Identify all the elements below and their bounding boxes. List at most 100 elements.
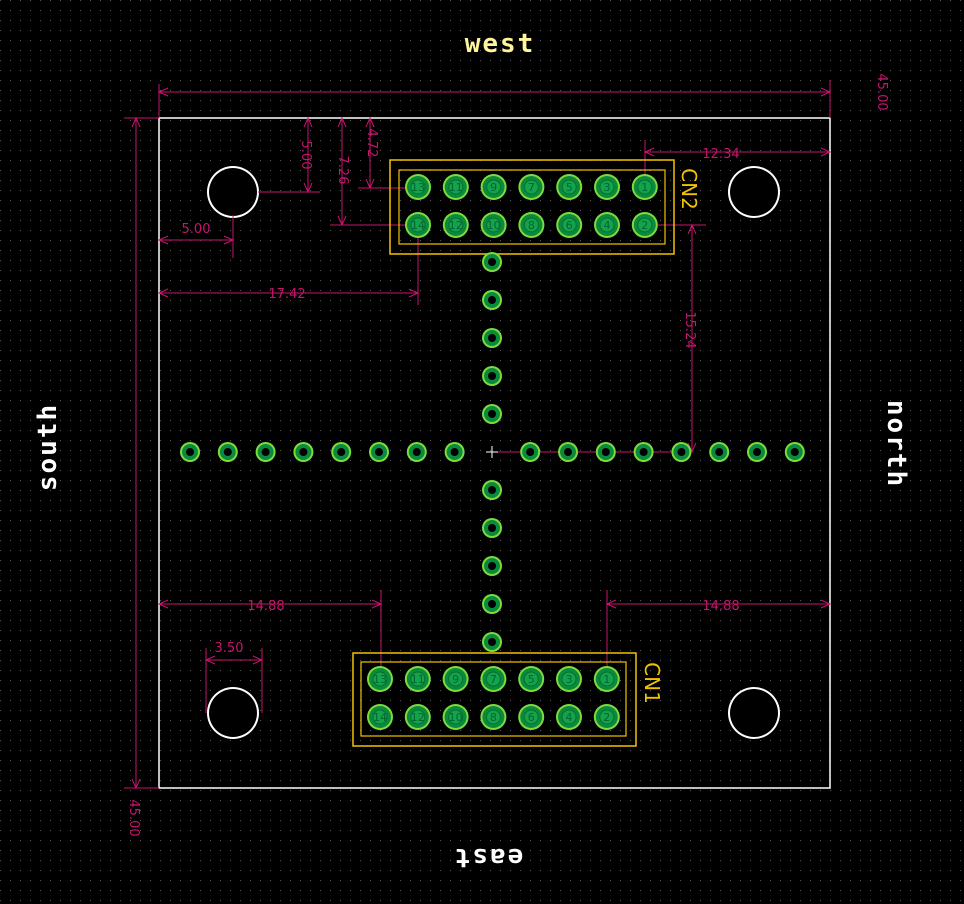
- via[interactable]: [331, 442, 352, 462]
- cn2-pad[interactable]: 11: [442, 174, 469, 200]
- edge-label-left: south: [33, 403, 63, 491]
- mounting-hole-bottom-left-inner: [209, 689, 257, 737]
- via[interactable]: [671, 442, 692, 462]
- cn1-pad[interactable]: 6: [518, 704, 545, 730]
- board-outline[interactable]: [158, 117, 831, 789]
- cn2-pad[interactable]: 4: [594, 212, 620, 238]
- via[interactable]: [747, 442, 767, 462]
- dim-cn1-right-offset: 14.88: [702, 599, 739, 614]
- cn1-pad-number: 4: [566, 711, 573, 724]
- cn1-pad[interactable]: 12: [404, 704, 431, 730]
- cn1-courtyard: [352, 652, 637, 747]
- dim-cn2-left-offset: 17.42: [268, 287, 305, 302]
- cn2-pad-number: 4: [604, 219, 611, 232]
- cn1-pad[interactable]: 11: [404, 666, 431, 692]
- cn2-pad-number: 11: [449, 181, 463, 194]
- via[interactable]: [217, 442, 238, 462]
- via[interactable]: [482, 328, 502, 348]
- cn2-pad[interactable]: 5: [556, 174, 583, 200]
- via[interactable]: [482, 480, 502, 500]
- via[interactable]: [784, 442, 805, 462]
- cn1-pad[interactable]: 4: [556, 704, 582, 730]
- via[interactable]: [406, 442, 427, 462]
- via[interactable]: [180, 442, 200, 462]
- cn2-pad-number: 1: [641, 181, 648, 194]
- cn1-pad[interactable]: 7: [480, 666, 507, 692]
- dim-hole-top-offset: 5.00: [298, 141, 313, 170]
- cn2-courtyard: [389, 159, 675, 255]
- edge-label-bottom: east: [453, 842, 524, 872]
- cn2-silk-outline: [398, 169, 666, 245]
- cn2-pad-number: 8: [528, 219, 535, 232]
- via-grid: [180, 252, 805, 652]
- via[interactable]: [369, 442, 389, 462]
- dim-hole-left-offset: 5.00: [182, 222, 211, 237]
- via[interactable]: [293, 442, 314, 462]
- cn1-pad[interactable]: 3: [556, 666, 582, 692]
- via[interactable]: [482, 594, 502, 614]
- cn1-pad-number: 6: [528, 711, 535, 724]
- via[interactable]: [444, 442, 465, 462]
- cn1-pad[interactable]: 2: [593, 704, 620, 730]
- cn1-pad-number: 11: [411, 673, 425, 686]
- origin-marker: [486, 446, 498, 458]
- dimension-lines: [124, 80, 832, 790]
- edge-label-top: west: [465, 29, 536, 59]
- cn2-pad[interactable]: 1: [631, 174, 658, 200]
- cn1-pad-number: 10: [449, 711, 463, 724]
- via[interactable]: [255, 442, 276, 462]
- via[interactable]: [482, 518, 502, 538]
- dim-cn2-right-offset: 12.34: [702, 147, 739, 162]
- via[interactable]: [709, 442, 730, 462]
- mounting-hole-top-right-inner: [730, 168, 778, 216]
- dim-board-width: 45.00: [874, 73, 889, 110]
- via[interactable]: [482, 556, 502, 576]
- cn1-silk-outline: [360, 661, 627, 737]
- cn1-pad[interactable]: 5: [518, 666, 545, 692]
- cn1-pad[interactable]: 13: [367, 666, 393, 692]
- cn1-pad-number: 1: [603, 673, 610, 686]
- via[interactable]: [633, 442, 654, 462]
- cn1-pad-number: 8: [490, 711, 497, 724]
- via[interactable]: [558, 442, 578, 462]
- via[interactable]: [482, 366, 502, 386]
- via[interactable]: [482, 404, 502, 424]
- cn2-pad[interactable]: 8: [518, 212, 545, 238]
- cn1-pad-number: 2: [603, 711, 610, 724]
- cn2-pad-number: 6: [566, 219, 573, 232]
- dim-vertical-pitch: 15.24: [682, 311, 697, 348]
- cn2-pad[interactable]: 7: [518, 174, 545, 200]
- cn1-pad[interactable]: 1: [593, 666, 620, 692]
- via[interactable]: [482, 290, 502, 310]
- dim-cn2-top-offset-a: 4.72: [364, 129, 379, 158]
- cn2-pad-number: 12: [449, 219, 463, 232]
- dim-hole-diameter: 3.50: [215, 641, 244, 656]
- via[interactable]: [595, 442, 616, 462]
- cn1-pad-number: 3: [566, 673, 573, 686]
- cn2-pad[interactable]: 12: [442, 212, 469, 238]
- cn2-pad[interactable]: 9: [480, 174, 507, 200]
- via[interactable]: [520, 442, 541, 462]
- cn2-pad[interactable]: 10: [480, 212, 507, 238]
- cn1-pad-number: 13: [373, 673, 387, 686]
- cn1-pad[interactable]: 8: [480, 704, 507, 730]
- cn1-pad-number: 9: [452, 673, 459, 686]
- cn2-pad[interactable]: 13: [405, 174, 431, 200]
- cn2-pad[interactable]: 2: [631, 212, 658, 238]
- mounting-hole-top-left-inner: [209, 168, 257, 216]
- cn1-pad[interactable]: 9: [442, 666, 469, 692]
- dim-board-height: 45.00: [126, 799, 141, 836]
- cn2-pad-number: 2: [641, 219, 648, 232]
- via[interactable]: [482, 632, 502, 652]
- edge-label-right: north: [881, 400, 911, 488]
- cn1-pad-number: 5: [528, 673, 535, 686]
- cn2-pad[interactable]: 14: [405, 212, 431, 238]
- cn2-pad[interactable]: 3: [594, 174, 620, 200]
- via[interactable]: [482, 252, 502, 272]
- cn1-pad[interactable]: 14: [367, 704, 393, 730]
- cn1-pad[interactable]: 10: [442, 704, 469, 730]
- cn2-pad[interactable]: 6: [556, 212, 583, 238]
